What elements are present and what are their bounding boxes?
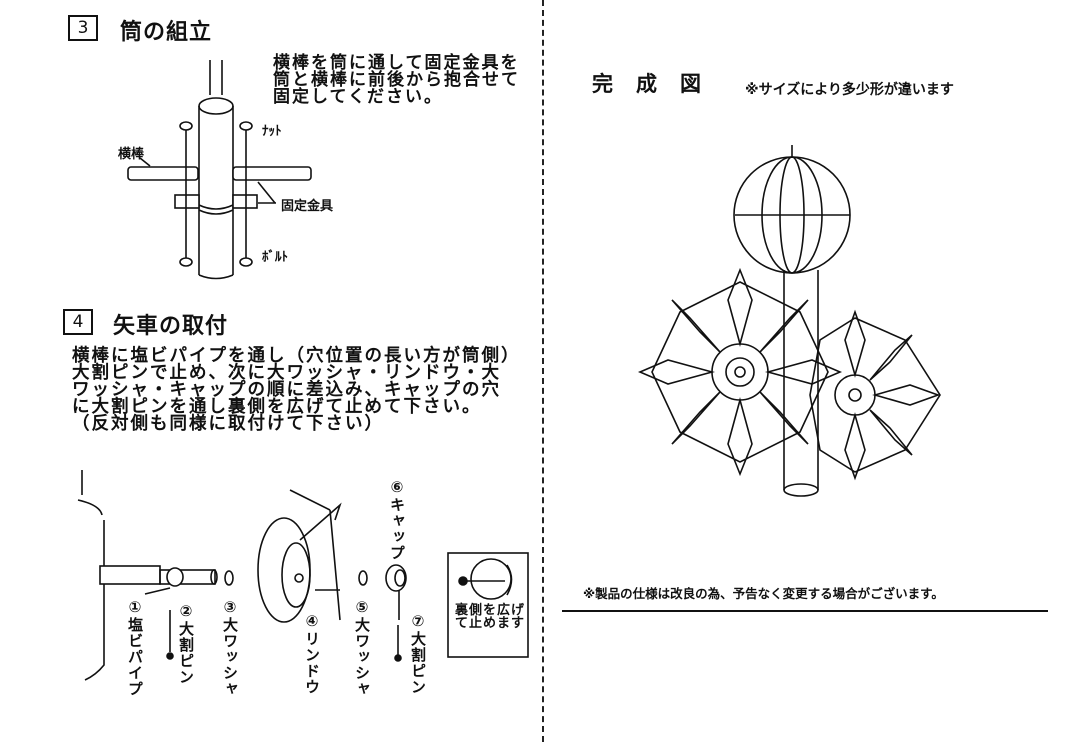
section-3-instructions: 横棒を筒に通して固定金具を 筒と横棒に前後から抱合せて 固定してください。 (273, 53, 520, 107)
section-3-number: 3 (68, 15, 98, 41)
spec-note: ※製品の仕様は改良の為、予告なく変更する場合がございます。 (583, 586, 944, 601)
label-nut: ﾅｯﾄ (262, 124, 282, 139)
part-3-label: ③大ワッシャ (221, 598, 239, 697)
label-bolt: ﾎﾞﾙﾄ (262, 250, 288, 265)
section-4-instructions: 横棒に塩ビパイプを通し（穴位置の長い方が筒側） 大割ピンで止め、次に大ワッシャ・… (72, 346, 521, 434)
footer-rule (562, 610, 1048, 612)
completed-windmill-illustration (637, 145, 941, 497)
page-divider (542, 0, 544, 742)
section-3-title: 筒の組立 (120, 20, 213, 45)
completed-title: 完 成 図 (592, 72, 702, 96)
part-6-label: ⑥キャップ (388, 478, 406, 561)
label-crossbar: 横棒 (118, 147, 145, 162)
part-7-label: ⑦大割ピン (409, 612, 427, 695)
size-note: ※サイズにより多少形が違います (745, 82, 954, 98)
exploded-parts-diagram (77, 470, 529, 681)
part-4-label: ④リンドウ (303, 612, 321, 695)
label-bracket: 固定金具 (281, 199, 334, 214)
part-2-label: ②大割ピン (177, 602, 195, 685)
inset-note: 裏側を広げて止めます (455, 603, 526, 631)
section-4-number: 4 (63, 309, 93, 335)
section-4-title: 矢車の取付 (113, 314, 229, 339)
pole-assembly-diagram (127, 60, 312, 280)
part-5-label: ⑤大ワッシャ (353, 598, 371, 697)
part-1-label: ①塩ビパイプ (126, 598, 144, 697)
